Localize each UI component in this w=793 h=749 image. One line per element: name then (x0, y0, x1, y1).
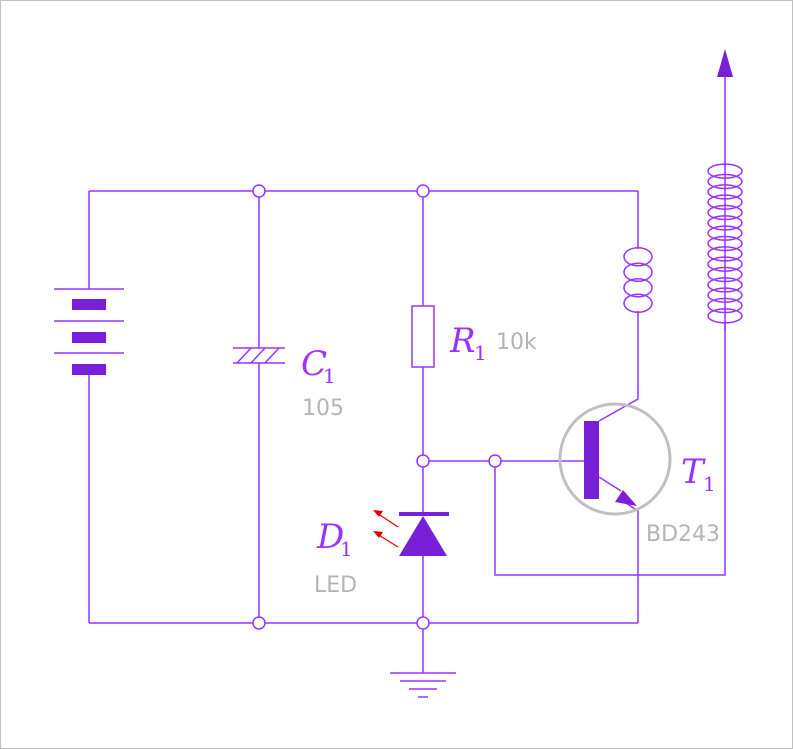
wire-emitter (598, 476, 622, 492)
coil-winding (707, 277, 743, 293)
junctions (252, 184, 502, 630)
transistor-value: BD243 (646, 522, 720, 547)
resistor-r1 (411, 305, 435, 368)
coil-winding (707, 297, 743, 314)
junction-dot (416, 616, 430, 630)
coil-winding (623, 293, 653, 313)
coil-winding (707, 235, 743, 252)
coil-winding (707, 194, 743, 210)
led-index: 1 (340, 537, 353, 561)
coil-winding (707, 246, 743, 262)
wire-emitter-out (622, 500, 639, 623)
transistor-index: 1 (703, 472, 716, 496)
wire-collector (598, 311, 639, 422)
coil-winding (707, 184, 743, 200)
capacitor-designator: C (301, 344, 327, 384)
coil-winding (623, 278, 653, 298)
capacitor-value: 105 (302, 396, 344, 421)
wire-feedback (494, 76, 726, 576)
coil-winding (623, 247, 653, 267)
coil-winding (707, 256, 743, 272)
transistor-designator: T (681, 452, 706, 492)
ground-symbol (390, 672, 456, 698)
resistor-designator: R (449, 321, 476, 361)
led-value: LED (314, 573, 357, 598)
coil-winding (707, 266, 743, 283)
coil-winding (707, 163, 743, 179)
junction-dot (416, 454, 430, 468)
coil-winding (707, 287, 743, 303)
coil-winding (707, 225, 743, 241)
coil-winding (707, 204, 743, 221)
antenna-coil (707, 161, 743, 331)
resistor-index: 1 (474, 341, 487, 365)
junction-dot (252, 184, 266, 198)
junction-dot (416, 184, 430, 198)
led-designator: D (316, 517, 344, 557)
coil-winding (707, 173, 743, 190)
capacitor-c1 (233, 347, 285, 364)
collector-coil (623, 247, 653, 313)
coil-winding (623, 262, 653, 282)
led-d1 (373, 510, 449, 556)
junction-dot (252, 616, 266, 630)
junction-dot (488, 454, 502, 468)
wires (88, 76, 726, 673)
transistor-t1 (558, 402, 672, 516)
capacitor-index: 1 (323, 364, 336, 388)
battery (54, 288, 124, 375)
coil-winding (707, 215, 743, 231)
antenna-arrow (717, 49, 733, 77)
resistor-value: 10k (496, 330, 537, 355)
